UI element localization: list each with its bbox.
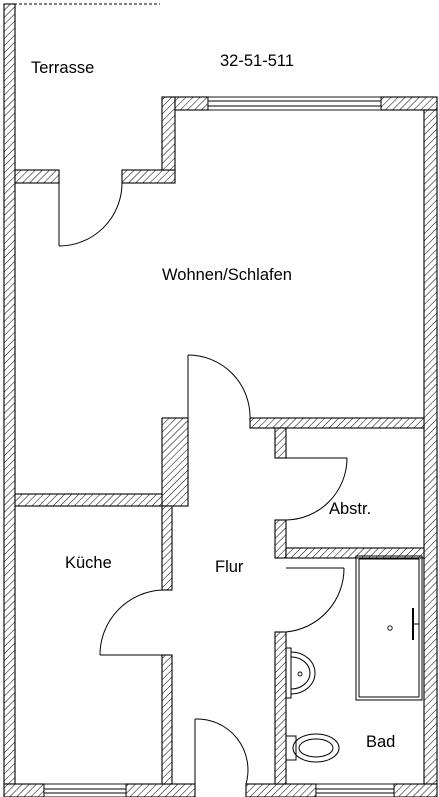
- labels: 32-51-511 Terrasse Wohnen/Schlafen Küche…: [31, 52, 395, 751]
- room-label-terrace: Terrasse: [31, 59, 94, 77]
- walls: [3, 3, 438, 797]
- washbasin-icon: [285, 647, 316, 699]
- shower-drain-icon: [387, 625, 393, 631]
- bath-fixtures: [285, 555, 423, 763]
- room-label-living: Wohnen/Schlafen: [162, 266, 292, 284]
- window-kitchen: [43, 783, 127, 797]
- doors: [58, 182, 348, 785]
- shower-tray: [355, 555, 423, 701]
- room-label-bath: Bad: [366, 733, 395, 751]
- room-label-storage: Abstr.: [329, 500, 371, 518]
- window-living-top: [207, 96, 382, 111]
- window-bath: [315, 783, 395, 797]
- windows: [43, 96, 395, 797]
- room-label-hall: Flur: [215, 558, 244, 576]
- unit-id-label: 32-51-511: [220, 52, 294, 70]
- room-label-kitchen: Küche: [65, 554, 112, 572]
- toilet-icon: [285, 733, 340, 763]
